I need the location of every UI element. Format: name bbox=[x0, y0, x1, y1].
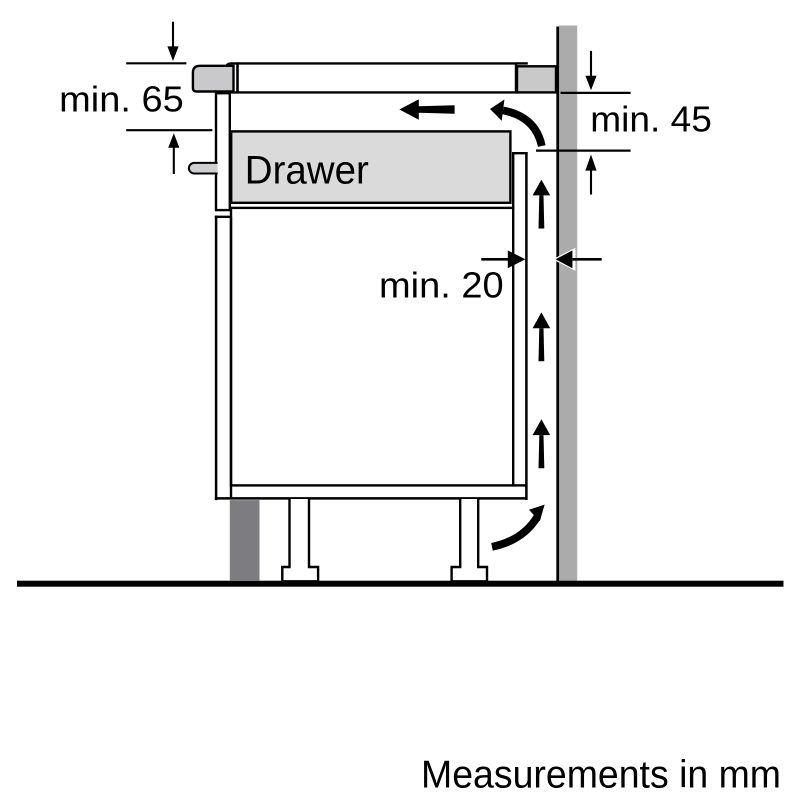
svg-text:min. 65: min. 65 bbox=[59, 80, 184, 120]
svg-text:min. 20: min. 20 bbox=[379, 266, 504, 306]
svg-text:Drawer: Drawer bbox=[245, 149, 369, 193]
svg-text:Measurements in mm: Measurements in mm bbox=[421, 754, 781, 797]
svg-text:min. 45: min. 45 bbox=[590, 100, 712, 140]
